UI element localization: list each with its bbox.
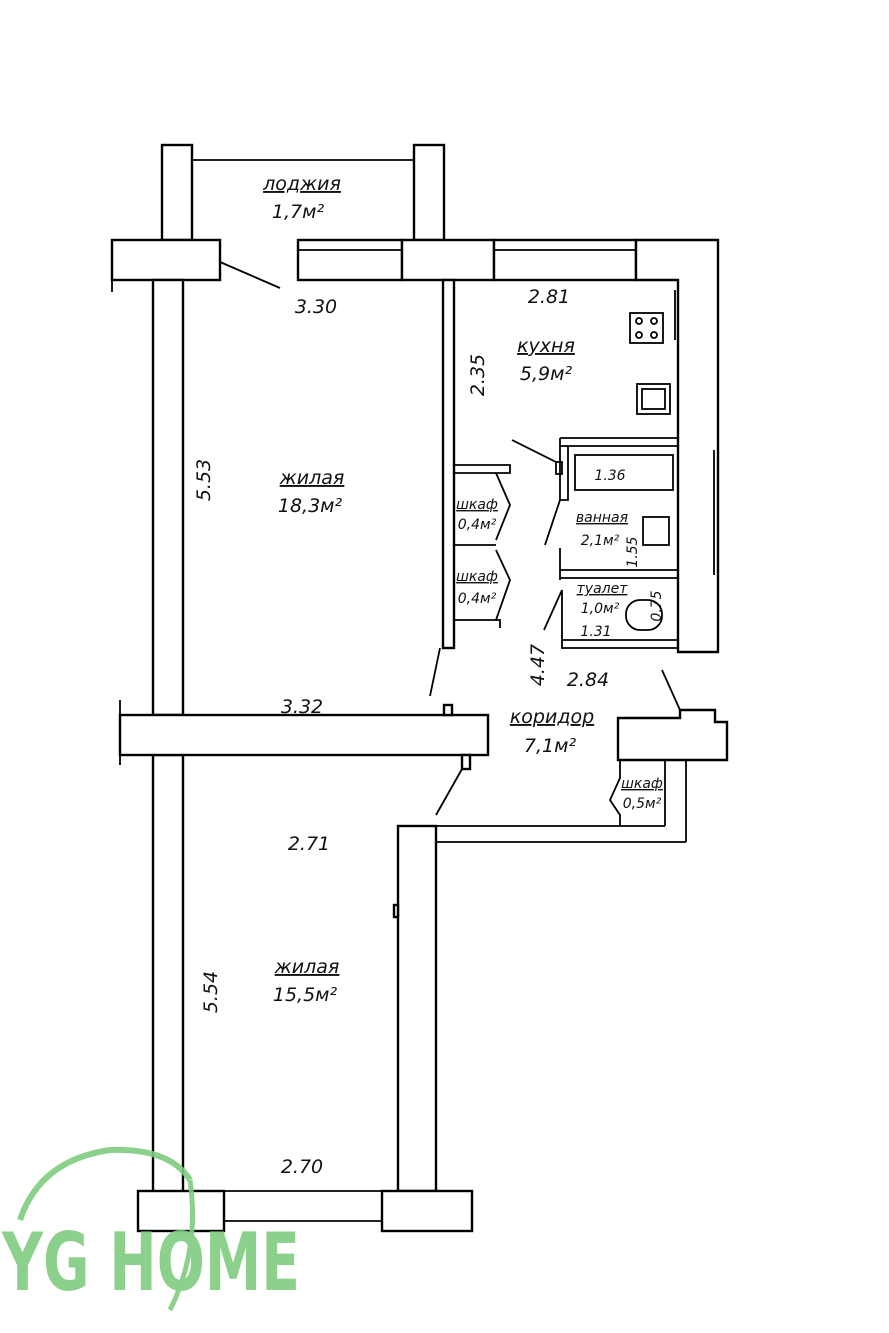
corridor-area: 7,1м² <box>524 735 577 757</box>
partition-living2 <box>392 824 438 1193</box>
loggia-area: 1,7м² <box>272 201 325 223</box>
closet2-area: 0,4м² <box>458 591 497 607</box>
closet2-name: шкаф <box>456 569 498 585</box>
dim-4-47: 4.47 <box>527 644 549 686</box>
dim-2-35: 2.35 <box>467 354 489 396</box>
closets-1 <box>454 464 511 628</box>
living2-area: 15,5м² <box>273 984 338 1006</box>
kitchen-area: 5,9м² <box>520 363 573 385</box>
loggia-name: лоджия <box>262 173 341 195</box>
partition-kitchen <box>429 278 456 697</box>
kitchen-appliances <box>629 312 671 415</box>
dim-1-36: 1.36 <box>594 468 625 484</box>
closet3-area: 0,5м² <box>623 796 662 812</box>
dim-2-71: 2.71 <box>288 833 330 855</box>
living2-name: жилая <box>274 956 340 978</box>
dim-2-81: 2.81 <box>528 286 570 308</box>
yg-home-logo: YG HOME <box>1 1146 300 1312</box>
top-wall <box>110 238 720 654</box>
dim-5-53: 5.53 <box>193 459 215 501</box>
bathroom-name: ванная <box>576 510 628 526</box>
toilet-area: 1,0м² <box>581 601 620 617</box>
closet1-name: шкаф <box>456 497 498 513</box>
corridor-name: коридор <box>510 706 594 728</box>
bottom-wall <box>136 1189 474 1233</box>
dim-1-55: 1.55 <box>625 536 641 567</box>
closet3-name: шкаф <box>621 776 663 792</box>
kitchen-name: кухня <box>517 335 575 357</box>
living1-area: 18,3м² <box>278 495 343 517</box>
dim-3-30: 3.30 <box>295 296 337 318</box>
dim-2-84: 2.84 <box>567 669 609 691</box>
living1-name: жилая <box>279 467 345 489</box>
dim-5-54: 5.54 <box>200 971 222 1013</box>
middle-wall <box>118 700 490 816</box>
bathroom-area: 2,1м² <box>581 533 620 549</box>
loggia <box>160 143 446 242</box>
toilet-name: туалет <box>577 581 629 597</box>
svg-text:YG HOME: YG HOME <box>1 1216 300 1309</box>
dim-2-70: 2.70 <box>281 1156 323 1178</box>
dim-3-32: 3.32 <box>281 696 323 718</box>
entrance-wall <box>436 669 729 843</box>
bathroom-block <box>511 437 678 649</box>
dim-0-75: 0.75 <box>649 590 665 621</box>
closet1-area: 0,4м² <box>458 517 497 533</box>
dim-1-31: 1.31 <box>580 624 611 640</box>
